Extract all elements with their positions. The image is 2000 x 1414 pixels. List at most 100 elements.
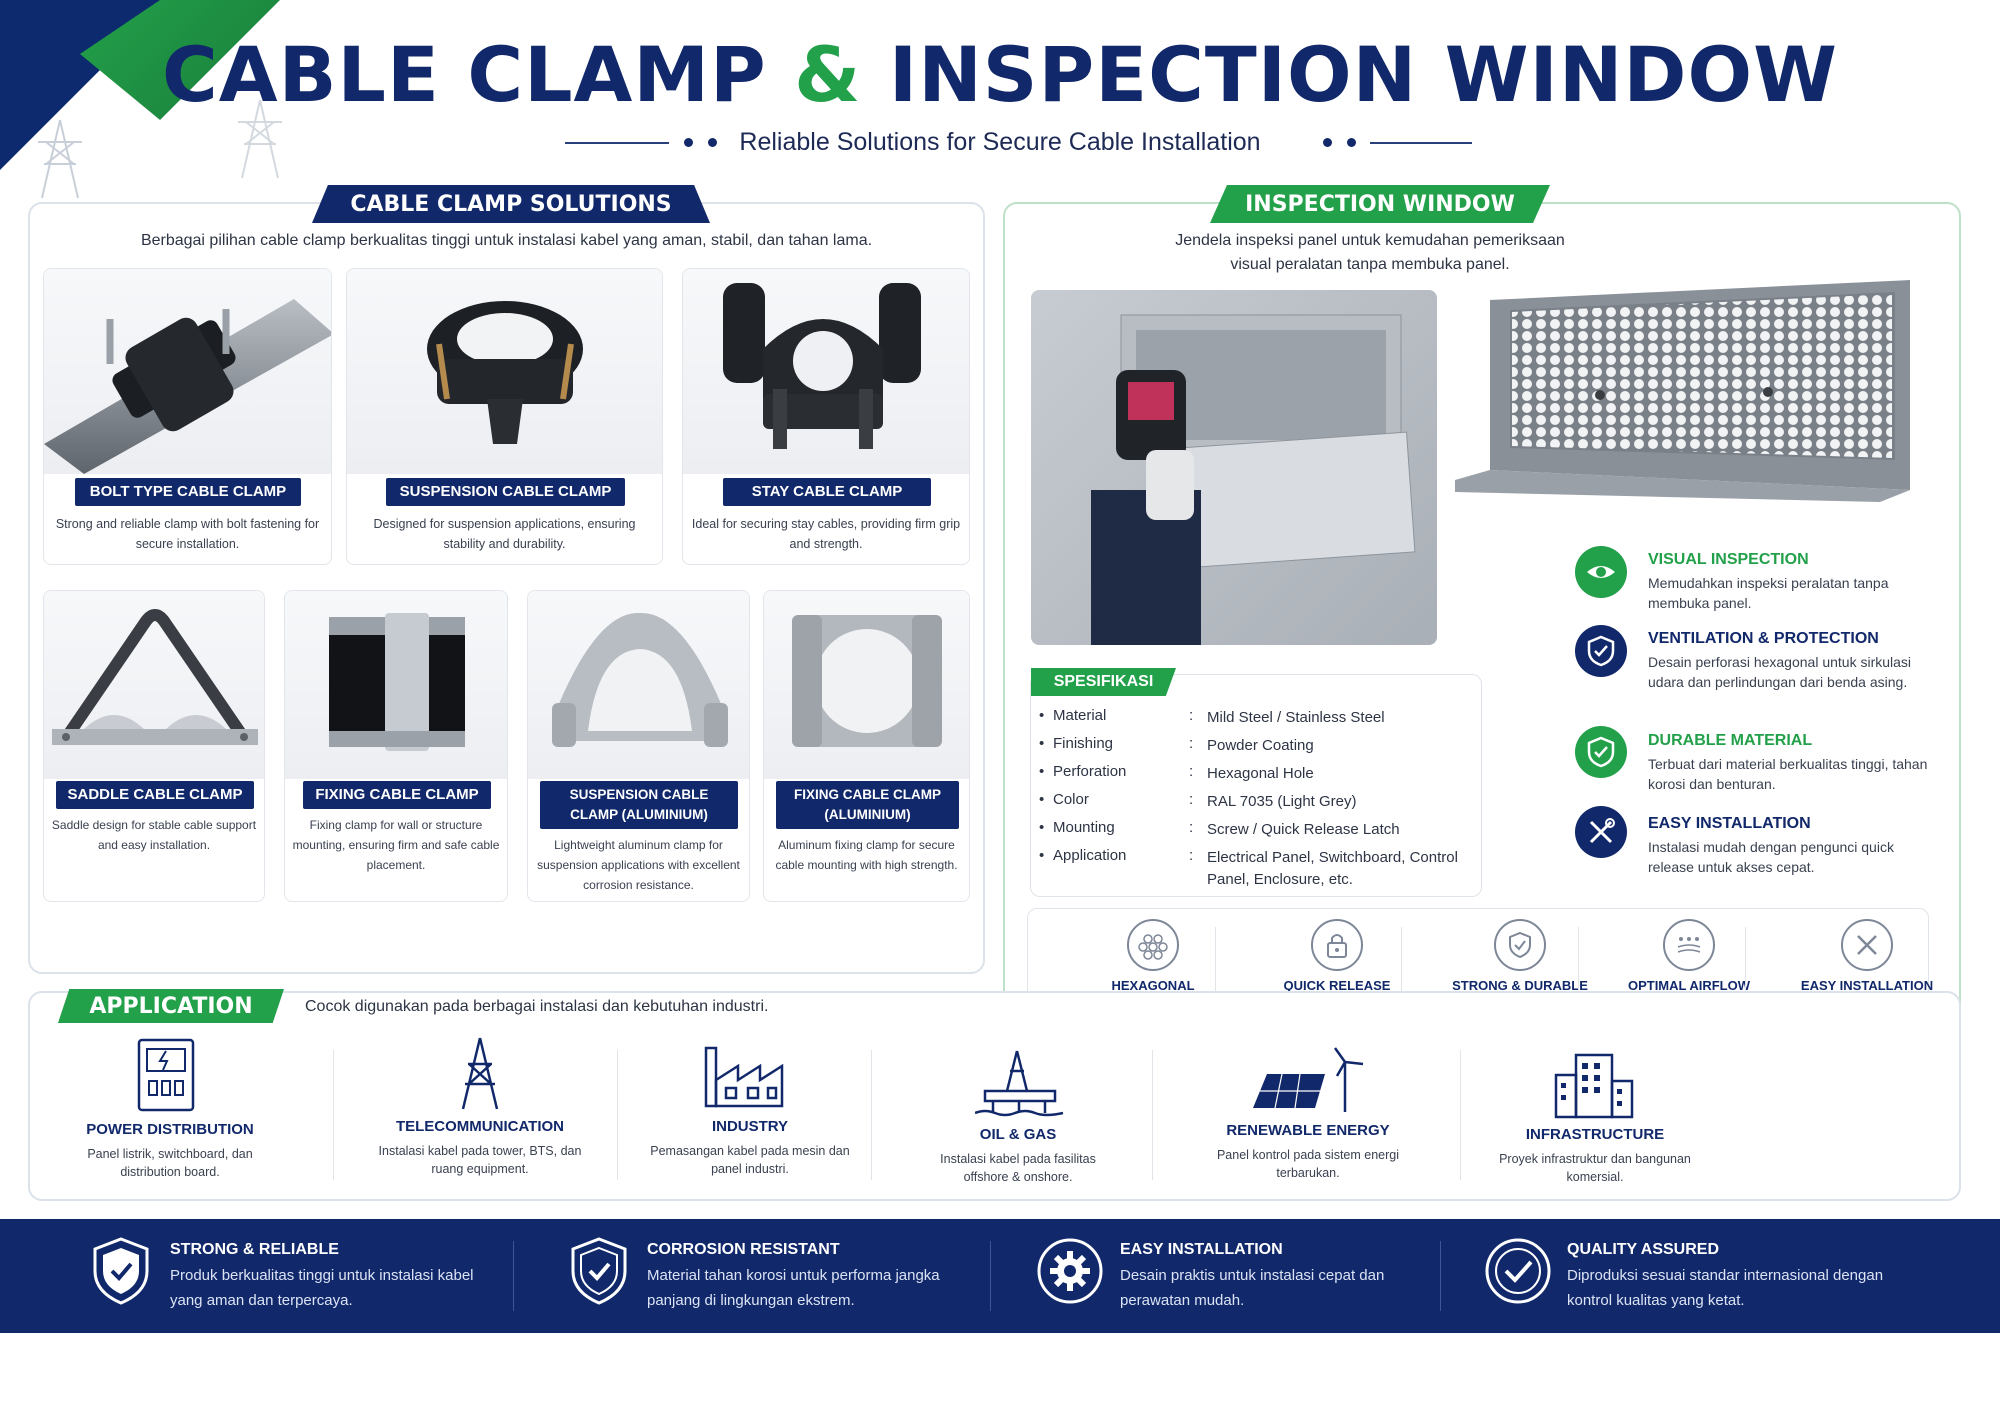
shield-check-icon (571, 1237, 627, 1305)
product-desc: Designed for suspension applications, en… (373, 517, 636, 551)
divider (1152, 1050, 1153, 1180)
footer-banner: STRONG & RELIABLE Produk berkualitas tin… (0, 1219, 2000, 1333)
feature-desc: Desain perforasi hexagonal untuk sirkula… (1648, 654, 1912, 690)
tower-icon (461, 1037, 499, 1110)
feature-desc: Instalasi mudah dengan pengunci quick re… (1648, 839, 1894, 875)
subtitle-dot (684, 138, 693, 147)
divider (617, 1050, 618, 1180)
feature-title: DURABLE MATERIAL (1648, 732, 1813, 749)
mini-feature: STRONG & DURABLE (1445, 919, 1595, 995)
transmission-tower-icon (38, 120, 82, 199)
application-item: INDUSTRY Pemasangan kabel pada mesin dan… (650, 1118, 850, 1176)
bolt-clamp-illustration (44, 299, 331, 474)
product-name: FIXING CABLE CLAMP (303, 781, 491, 809)
application-item: OIL & GAS Instalasi kabel pada fasilitas… (940, 1126, 1096, 1184)
footer-title: QUALITY ASSURED (1567, 1241, 1720, 1258)
product-desc: Ideal for securing stay cables, providin… (691, 517, 961, 551)
product-image (347, 269, 662, 474)
cable-clamp-heading: CABLE CLAMP SOLUTIONS (312, 185, 710, 223)
saddle-clamp-illustration (52, 609, 258, 745)
specification-heading: SPESIFIKASI (1031, 668, 1176, 696)
feature-title: VISUAL INSPECTION (1648, 551, 1809, 568)
subtitle-dot (1323, 138, 1332, 147)
perforated-window-illustration (1455, 280, 1910, 502)
product-card-saddle[interactable]: SADDLE CABLE CLAMP Saddle design for sta… (43, 590, 265, 902)
oil-rig-icon (975, 1050, 1064, 1117)
shield-icon (1494, 919, 1546, 971)
product-card-suspension-aluminium[interactable]: SUSPENSION CABLE CLAMP (ALUMINIUM) Light… (527, 590, 750, 902)
stay-clamp-illustration (723, 283, 921, 449)
subtitle-line-right (1370, 142, 1472, 144)
divider (333, 1050, 334, 1180)
product-card-suspension[interactable]: SUSPENSION CABLE CLAMP Designed for susp… (346, 268, 663, 565)
subtitle-dot (1347, 138, 1356, 147)
product-desc: Strong and reliable clamp with bolt fast… (55, 517, 320, 551)
application-panel (28, 991, 1961, 1201)
shield-check-icon (1575, 726, 1627, 778)
product-name: SADDLE CABLE CLAMP (56, 781, 254, 809)
application-item: INFRASTRUCTURE Proyek infrastruktur dan … (1499, 1126, 1691, 1184)
product-image (764, 591, 969, 779)
technician-thermal-camera-photo (1091, 314, 1416, 645)
building-icon (1554, 1053, 1634, 1119)
divider (1745, 927, 1746, 1007)
hexagon-icon (1127, 919, 1179, 971)
product-image (285, 591, 507, 779)
product-name: SUSPENSION CABLE CLAMP (ALUMINIUM) (540, 781, 738, 829)
application-item: RENEWABLE ENERGY Panel kontrol pada sist… (1216, 1122, 1400, 1180)
eye-icon (1575, 546, 1627, 598)
divider (871, 1050, 872, 1180)
divider (990, 1241, 991, 1311)
product-desc: Lightweight aluminum clamp for suspensio… (537, 838, 740, 892)
feature-desc: Terbuat dari material berkualitas tinggi… (1648, 756, 1928, 792)
footer-desc: Desain praktis untuk instalasi cepat dan… (1120, 1267, 1385, 1309)
gear-icon (1037, 1238, 1103, 1304)
divider (1215, 927, 1216, 1007)
application-description: Cocok digunakan pada berbagai instalasi … (305, 998, 769, 1015)
tools-icon (1575, 806, 1627, 858)
inspection-window-description: Jendela inspeksi panel untuk kemudahan p… (1175, 232, 1565, 273)
lock-icon (1311, 919, 1363, 971)
product-image (44, 269, 331, 474)
shield-check-icon (93, 1237, 149, 1305)
product-name: BOLT TYPE CABLE CLAMP (75, 478, 301, 506)
subtitle-line-left (565, 142, 669, 144)
suspension-clamp-illustration (427, 301, 583, 444)
power-panel-icon (137, 1038, 195, 1112)
divider (513, 1241, 514, 1311)
transmission-tower-icon (238, 100, 282, 179)
footer-title: STRONG & RELIABLE (170, 1241, 339, 1258)
feature-desc: Memudahkan inspeksi peralatan tanpa memb… (1648, 575, 1889, 611)
application-item: POWER DISTRIBUTION Panel listrik, switch… (86, 1121, 254, 1179)
divider (1460, 1050, 1461, 1180)
footer-desc: Diproduksi sesuai standar internasional … (1567, 1267, 1884, 1309)
application-item: TELECOMMUNICATION Instalasi kabel pada t… (378, 1118, 582, 1176)
divider (1578, 927, 1579, 1007)
footer-desc: Produk berkualitas tinggi untuk instalas… (170, 1267, 474, 1309)
product-name: STAY CABLE CLAMP (723, 478, 931, 506)
fixing-clamp-illustration (329, 613, 465, 751)
tools-icon (1841, 919, 1893, 971)
inspection-window-product-photo (1450, 270, 1920, 515)
divider (1440, 1241, 1441, 1311)
product-name: FIXING CABLE CLAMP (ALUMINIUM) (776, 781, 959, 829)
shield-check-icon (1575, 625, 1627, 677)
inspection-window-heading: INSPECTION WINDOW (1210, 185, 1550, 223)
aluminium-fixing-illustration (792, 615, 942, 747)
product-image (683, 269, 969, 474)
footer-desc: Material tahan korosi untuk performa jan… (647, 1267, 940, 1309)
feature-title: EASY INSTALLATION (1648, 815, 1811, 832)
specification-box: SPESIFIKASI Material:Mild Steel / Stainl… (1030, 668, 1482, 897)
product-card-bolt-type[interactable]: BOLT TYPE CABLE CLAMP Strong and reliabl… (43, 268, 332, 565)
product-card-stay[interactable]: STAY CABLE CLAMP Ideal for securing stay… (682, 268, 970, 565)
product-image (44, 591, 264, 779)
product-desc: Fixing clamp for wall or structure mount… (292, 818, 500, 872)
product-card-fixing-aluminium[interactable]: FIXING CABLE CLAMP (ALUMINIUM) Aluminum … (763, 590, 970, 902)
product-card-fixing[interactable]: FIXING CABLE CLAMP Fixing clamp for wall… (284, 590, 508, 902)
mini-feature: OPTIMAL AIRFLOW (1614, 919, 1764, 995)
footer-title: EASY INSTALLATION (1120, 1241, 1283, 1258)
product-desc: Aluminum fixing clamp for secure cable m… (775, 838, 958, 872)
inspection-photo (1031, 290, 1437, 645)
factory-icon (704, 1046, 784, 1108)
cable-clamp-description: Berbagai pilihan cable clamp berkualitas… (140, 232, 873, 249)
